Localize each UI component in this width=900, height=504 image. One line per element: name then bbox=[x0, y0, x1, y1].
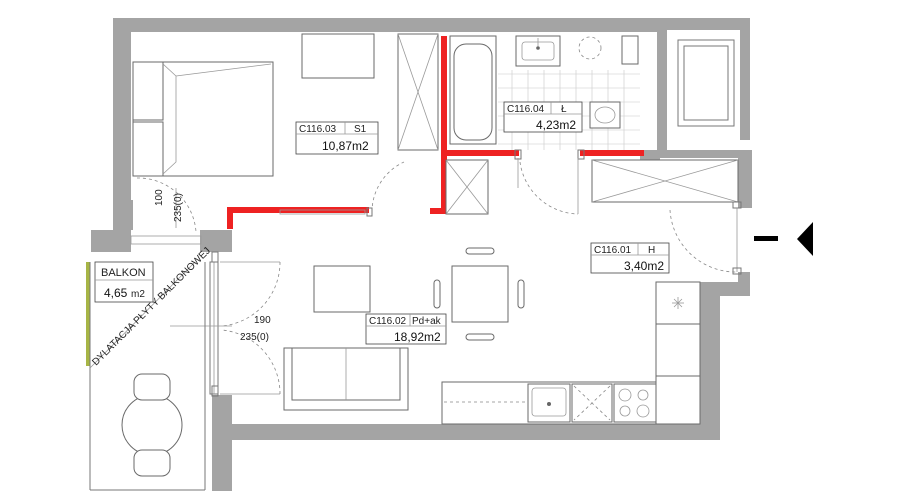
bedroom-window-swing bbox=[136, 177, 197, 233]
dim-door-sill: 235(0) bbox=[240, 332, 269, 343]
room-label-bedroom: C116.03 S1 10,87m2 bbox=[295, 121, 379, 155]
living-name: Pd+ak bbox=[412, 316, 442, 327]
wall-bottom bbox=[212, 424, 720, 440]
dim-window-sill: 235(0) bbox=[173, 193, 184, 222]
balcony-area-unit: m2 bbox=[131, 289, 145, 300]
wall-bedroom-bottom-stub bbox=[131, 200, 133, 230]
living-code: C116.02 bbox=[369, 316, 407, 327]
room-label-balcony: BALKON 4,65 m2 bbox=[94, 261, 154, 303]
bathtub-basin bbox=[453, 43, 493, 141]
coffee-table bbox=[313, 265, 371, 313]
bedroom-name: S1 bbox=[354, 124, 367, 135]
red-wall-bath-right bbox=[580, 150, 644, 156]
entrance-arrow-icon bbox=[754, 222, 813, 256]
hall-area: 3,40m2 bbox=[624, 259, 664, 273]
radiator bbox=[279, 209, 366, 215]
balcony-chair-top bbox=[133, 373, 171, 401]
wall-hall-top bbox=[640, 155, 660, 163]
wall-right-upper bbox=[738, 150, 752, 208]
walls bbox=[91, 18, 752, 491]
wall-top-right bbox=[657, 18, 749, 30]
dining-table bbox=[451, 265, 509, 323]
washing-machine bbox=[578, 36, 602, 60]
sink-icon bbox=[536, 46, 540, 50]
chair-right bbox=[517, 279, 525, 309]
hall bbox=[591, 159, 742, 275]
balcony-door-swing-upper bbox=[221, 261, 281, 327]
red-wall-bedroom-corner bbox=[227, 207, 233, 229]
bathroom-door-swing bbox=[519, 161, 579, 215]
room-label-hall: C116.01 H 3,40m2 bbox=[590, 242, 670, 274]
living-area: 18,92m2 bbox=[394, 330, 441, 344]
bedroom-area: 10,87m2 bbox=[322, 139, 369, 153]
bathroom-name: Ł bbox=[561, 104, 567, 115]
bath-cabinet bbox=[621, 35, 639, 65]
hall-code: C116.01 bbox=[594, 245, 632, 256]
stair-inner bbox=[683, 45, 729, 121]
wall-left-lower bbox=[212, 395, 232, 491]
desk bbox=[301, 33, 375, 79]
bedroom-window bbox=[130, 235, 202, 245]
room-label-bathroom: C116.04 Ł 4,23m2 bbox=[503, 101, 583, 133]
balcony-chair-bottom bbox=[133, 449, 171, 477]
wall-hall-top2 bbox=[640, 150, 752, 158]
dim-door-height: 190 bbox=[254, 315, 271, 326]
dim-window-height: 100 bbox=[154, 189, 165, 206]
wall-stair-right bbox=[740, 18, 750, 140]
stove-icon bbox=[613, 383, 657, 423]
wall-stair-left bbox=[657, 18, 667, 158]
stair-outline bbox=[677, 39, 735, 127]
wall-top bbox=[113, 18, 657, 32]
room-label-living: C116.02 Pd+ak 18,92m2 bbox=[365, 313, 447, 345]
bedroom-door-swing bbox=[371, 161, 405, 213]
bedroom bbox=[130, 33, 439, 245]
red-wall-stub bbox=[430, 208, 442, 214]
wall-left-corner bbox=[91, 230, 131, 252]
pillow-upper bbox=[132, 61, 164, 121]
pillow-lower bbox=[132, 121, 164, 177]
hall-name: H bbox=[648, 245, 655, 256]
bedroom-code: C116.03 bbox=[299, 124, 337, 135]
living-room bbox=[170, 247, 701, 425]
balcony-expansion-joint bbox=[89, 261, 196, 369]
wall-left-mid bbox=[200, 230, 232, 252]
chair-left bbox=[433, 279, 441, 309]
wall-left-upper bbox=[113, 18, 131, 230]
red-wall-bath-vertical bbox=[441, 36, 447, 214]
bathroom bbox=[445, 35, 640, 215]
dimensions: 100 235(0) 190 235(0) bbox=[154, 188, 271, 343]
balcony-table bbox=[121, 394, 183, 456]
stairwell bbox=[677, 39, 735, 127]
sink-icon-kitchen bbox=[547, 402, 551, 406]
balcony-name: BALKON bbox=[101, 267, 146, 279]
tall-cabinet bbox=[655, 323, 701, 377]
chair-top bbox=[465, 247, 495, 255]
corner-cabinet bbox=[655, 375, 701, 425]
entrance-door-swing bbox=[669, 209, 737, 273]
ventilation-icon bbox=[672, 297, 684, 309]
balcony-area-num: 4,65 bbox=[104, 286, 128, 300]
bathroom-area: 4,23m2 bbox=[536, 118, 576, 132]
balcony-edge bbox=[86, 262, 90, 366]
red-wall-bath-bottom bbox=[441, 150, 519, 156]
wall-right-lower bbox=[700, 282, 720, 440]
bathroom-code: C116.04 bbox=[507, 104, 545, 115]
toilet bbox=[589, 101, 621, 129]
chair-bottom bbox=[465, 333, 495, 341]
